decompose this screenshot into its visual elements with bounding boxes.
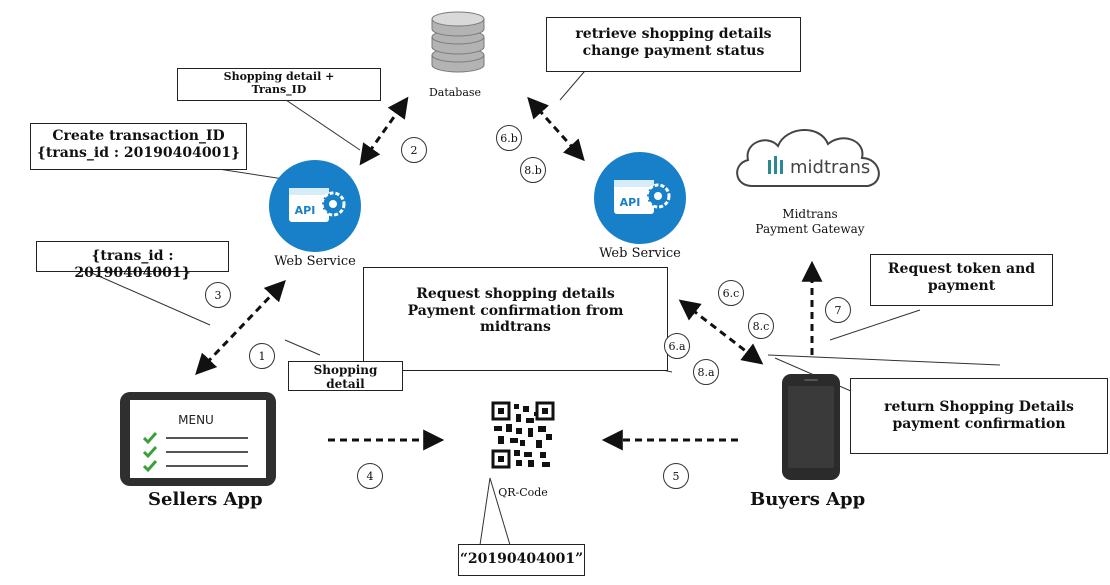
midtrans-label-line: Payment Gateway [755,222,865,236]
step-badge: 6.b [496,125,522,151]
callout-return-shopping: return Shopping Details payment confirma… [850,378,1108,454]
api-icon: API [269,160,361,252]
callout-line: Create transaction_ID [52,128,225,144]
callout-line: return Shopping Details [884,399,1074,415]
callout-line: Request shopping details [416,286,615,302]
callout-line: payment confirmation [892,415,1066,432]
callout-line: detail [326,377,365,392]
arrow-step-1-3 [195,279,286,376]
smartphone-icon [782,374,840,480]
step-badge: 8.a [693,359,719,385]
callout-line: {trans_id : 20190404001} [36,144,241,161]
callout-request-shopping: Request shopping details Payment confirm… [363,267,668,371]
cloud-icon: midtrans [736,129,880,187]
callout-line: {trans_id : 20190404001} [74,248,191,281]
callout-line: midtrans [480,319,551,336]
callout-shopping-trans: Shopping detail + Trans_ID [177,68,381,101]
callout-line: payment [927,277,996,294]
step-badge: 1 [249,343,275,369]
callout-line: change payment status [582,42,765,59]
midtrans-label-line: Midtrans [782,207,838,221]
qr-code-icon [491,401,555,469]
database-label: Database [428,86,482,99]
callout-qr-value: “20190404001” [458,544,585,576]
database-icon [431,11,485,73]
pointer-trans-id [84,269,211,326]
arrow-step-2 [359,96,409,166]
flow-arrows [195,96,823,451]
callout-line: Request token and [887,261,1036,277]
midtrans-label: Midtrans Payment Gateway [735,207,885,237]
arrow-step-6b-8b [527,96,585,162]
step-badge: 8.b [520,157,546,183]
menu-title: MENU [178,413,214,427]
api-text-left: API [295,204,316,217]
step-badge: 7 [825,297,851,323]
api-text-right: API [620,196,641,209]
api-icon: API [594,152,686,244]
step-badge: 5 [663,463,689,489]
callout-request-token: Request token and payment [870,254,1053,306]
web-service-left-label: Web Service [274,254,356,269]
callout-retrieve-shopping: retrieve shopping details change payment… [546,17,801,72]
step-badge: 2 [401,137,427,163]
callout-line: retrieve shopping details [575,26,772,42]
step-badge: 4 [357,463,383,489]
arrow-step-6a-8a [678,299,764,365]
tablet-icon: MENU [120,392,276,486]
pointer-shopping-trans [282,97,361,151]
callout-create-transaction: Create transaction_ID {trans_id : 201904… [30,123,247,170]
callout-line: Shopping detail + [223,70,335,83]
step-badge: 6.a [664,333,690,359]
callout-line: Trans_ID [251,82,307,96]
step-badge: 6.c [718,280,744,306]
pointer-return-a [767,354,1001,366]
pointer-shopping-detail [284,339,321,356]
qr-code-label: QR-Code [498,486,548,499]
web-service-right-label: Web Service [599,246,681,261]
step-badge: 3 [205,282,231,308]
buyers-app-title: Buyers App [750,489,866,510]
midtrans-logo-text: midtrans [790,157,870,178]
callout-line: Payment confirmation from [407,302,624,319]
callout-line: “20190404001” [459,551,584,567]
callout-line: Shopping [313,363,378,377]
callout-shopping-detail: Shopping detail [288,361,403,391]
pointer-request-token [829,309,921,341]
sellers-app-title: Sellers App [148,489,263,510]
callout-trans-id: {trans_id : 20190404001} [36,241,229,281]
step-badge: 8.c [748,313,774,339]
